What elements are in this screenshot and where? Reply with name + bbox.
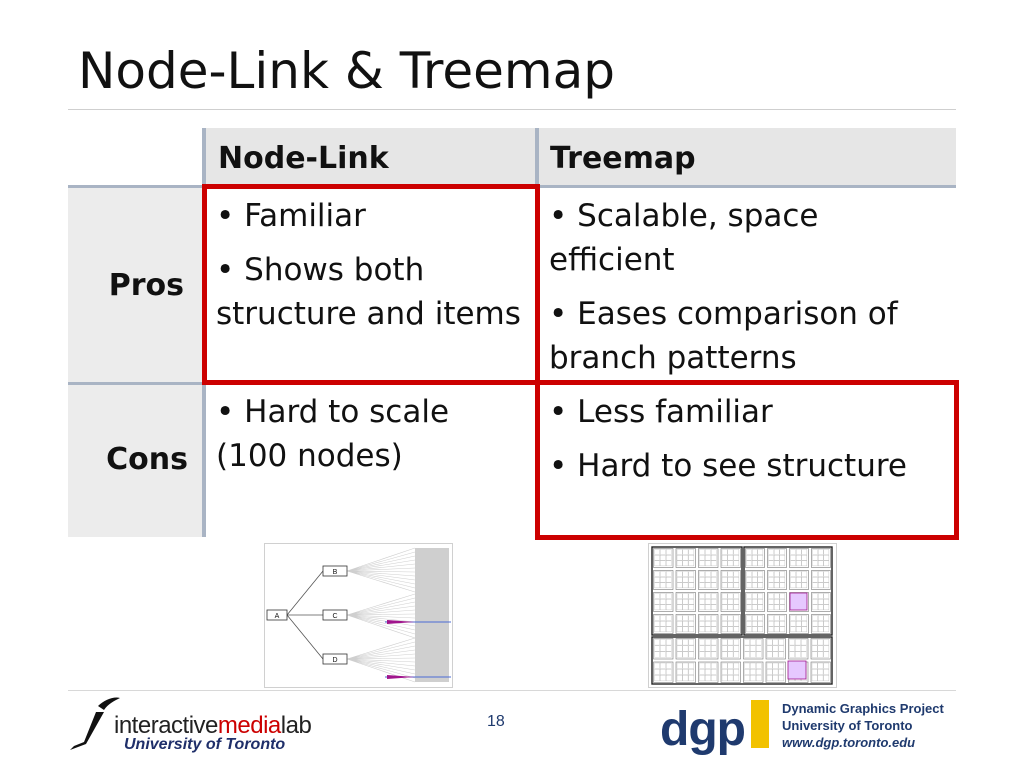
cell-cons-treemap: • Less familiar • Hard to see structure: [549, 390, 949, 498]
dgp-logo: dgp: [660, 703, 746, 756]
bullet-item: • Familiar: [216, 198, 366, 234]
page-number: 18: [487, 713, 505, 730]
node-label-c: C: [332, 613, 337, 620]
cell-cons-node-link: • Hard to scale (100 nodes): [216, 390, 526, 488]
treemap-image: [648, 543, 837, 688]
bullet-item: • Shows both structure and items: [216, 252, 521, 332]
dgp-name: Dynamic Graphics Project: [782, 701, 944, 716]
cell-pros-treemap: • Scalable, space efficient • Eases comp…: [549, 194, 949, 390]
node-label-a: A: [275, 613, 280, 620]
row-label-background-cons: [68, 385, 204, 537]
cell-pros-node-link: • Familiar • Shows both structure and it…: [216, 194, 526, 346]
node-label-d: D: [332, 657, 337, 664]
dgp-info: Dynamic Graphics Project University of T…: [782, 700, 944, 751]
column-header-node-link: Node-Link: [218, 141, 389, 176]
interactive-media-lab-logo: interactivemedialab University of Toront…: [64, 692, 354, 762]
highlight-box-node-link-pros: [202, 184, 540, 385]
row-label-cons: Cons: [106, 442, 188, 477]
bullet-item: • Scalable, space efficient: [549, 198, 819, 278]
dgp-university: University of Toronto: [782, 718, 913, 733]
iml-text-media: media: [217, 712, 281, 739]
slide-title: Node-Link & Treemap: [78, 42, 615, 100]
row-label-background-pros: [68, 188, 204, 383]
bullet-item: • Hard to see structure: [549, 448, 907, 484]
dgp-url: www.dgp.toronto.edu: [782, 735, 916, 750]
bullet-item: • Hard to scale (100 nodes): [216, 394, 450, 474]
iml-university: University of Toronto: [124, 736, 286, 753]
bullet-item: • Less familiar: [549, 394, 773, 430]
column-header-treemap: Treemap: [550, 141, 696, 176]
highlight-box-treemap-cons: [535, 380, 959, 540]
footer-divider: [68, 690, 956, 691]
node-label-b: B: [333, 569, 338, 576]
dgp-logo-bar: [751, 700, 769, 748]
iml-text-interactive: interactive: [114, 712, 218, 739]
title-divider: [68, 109, 956, 110]
table-header-background: [205, 128, 956, 186]
row-label-pros: Pros: [108, 268, 184, 303]
iml-text-lab: lab: [280, 712, 312, 739]
bullet-item: • Eases comparison of branch patterns: [549, 296, 898, 376]
node-link-diagram-image: A B C D: [264, 543, 453, 688]
